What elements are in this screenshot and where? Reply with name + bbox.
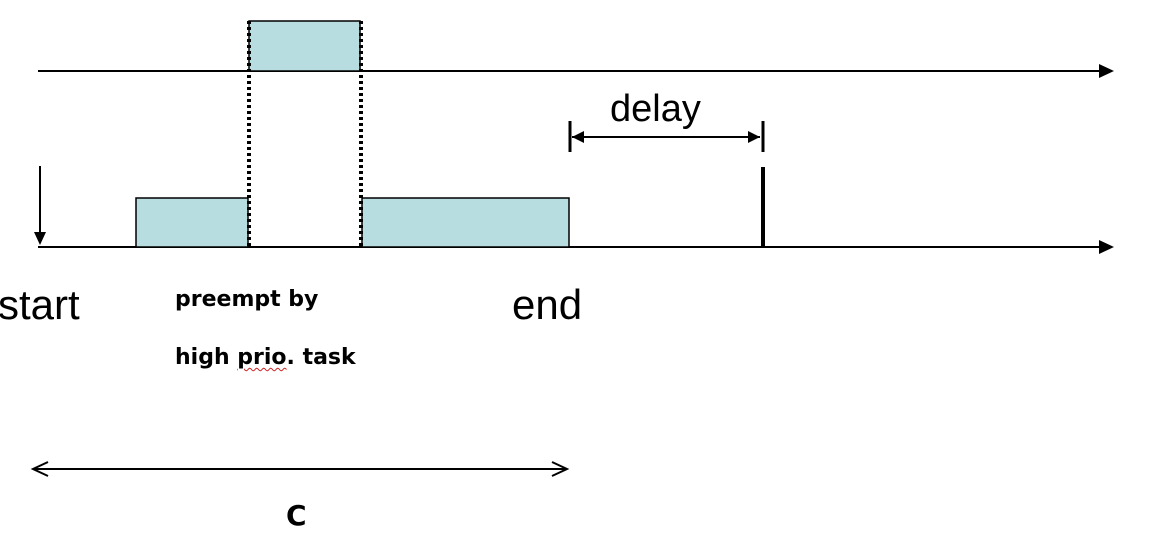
delay-arrowhead-left [572,131,584,143]
preempt-label-line1: preempt by [175,287,319,312]
preempt-label-high: high [175,345,238,370]
start-label: start [0,281,80,328]
end-label: end [512,281,583,328]
c-span-arrowhead-right [551,461,570,477]
release-arrow-head [34,232,46,245]
task-block-1 [135,197,249,248]
c-label: C [286,499,307,532]
preempt-label-line2: high prio. task [175,347,356,369]
high-priority-timeline-arrowhead [1099,64,1114,78]
high-priority-task-block [248,20,361,72]
preempt-label-task: . task [286,345,356,370]
task-block-2 [361,197,570,248]
c-span-arrowhead-left [30,461,49,477]
preempt-label-prio: prio [237,345,287,370]
delay-label: delay [610,88,701,130]
low-priority-timeline-arrowhead [1099,240,1114,254]
delay-arrowhead-right [748,131,760,143]
